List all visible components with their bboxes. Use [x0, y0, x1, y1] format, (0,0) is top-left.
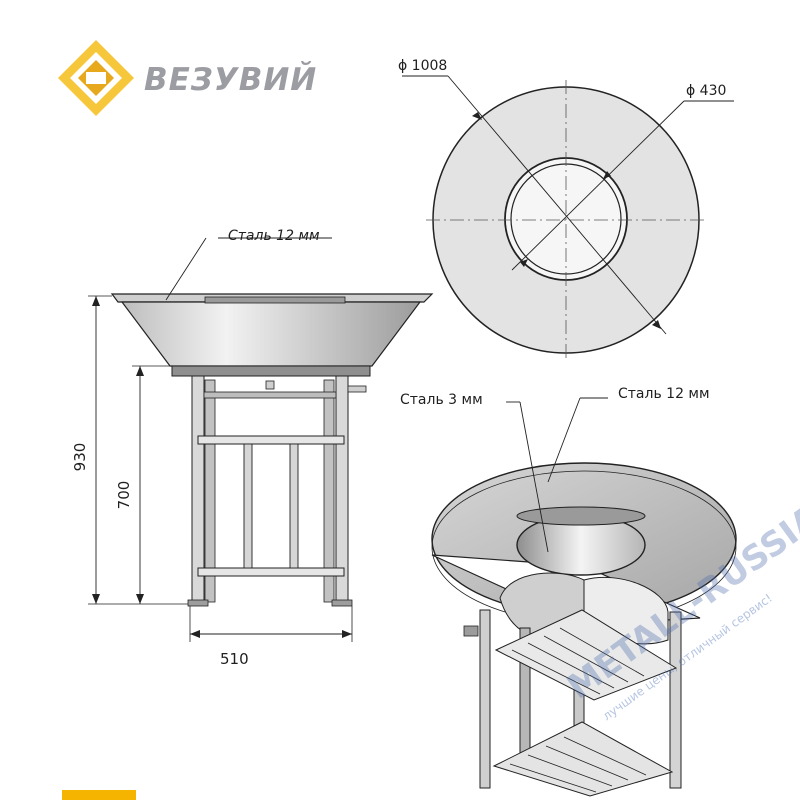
front-width-label: 510: [220, 650, 249, 668]
iso-inner-material-label: Сталь 3 мм: [400, 392, 483, 408]
top-inner-diameter-label: ϕ 430: [686, 83, 727, 99]
iso-top-material-label: Сталь 12 мм: [618, 386, 710, 402]
iso-view: [431, 397, 737, 797]
brand-logo-icon: [58, 40, 134, 116]
front-height-total-label: 930: [71, 442, 89, 472]
corner-decoration: [62, 790, 136, 800]
brand-name: ВЕЗУВИЙ: [144, 62, 318, 98]
top-view: [402, 75, 734, 360]
front-height-legs-label: 700: [115, 480, 133, 510]
front-bowl-material-label: Сталь 12 мм: [228, 228, 320, 244]
top-outer-diameter-label: ϕ 1008: [398, 58, 448, 74]
front-view: [88, 237, 434, 642]
